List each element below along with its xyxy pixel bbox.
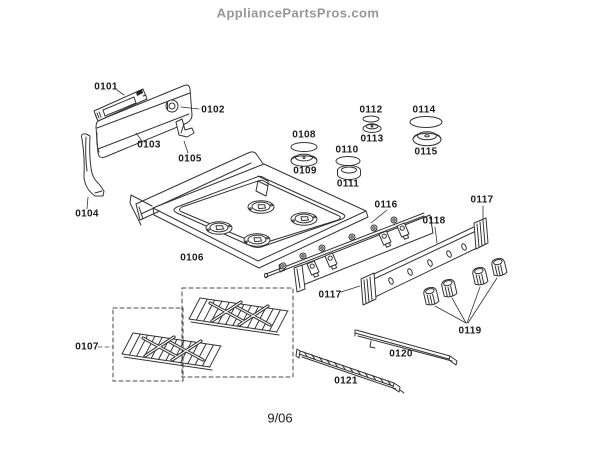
bracket-0105 — [175, 118, 195, 138]
rail-end-cap-right — [473, 217, 489, 250]
part-label-0105: 0105 — [178, 153, 202, 165]
valve-bracket — [293, 214, 434, 293]
part-label-0116: 0116 — [374, 199, 398, 211]
grate-1-xbraces — [208, 300, 272, 327]
control-knobs — [422, 256, 508, 324]
grate-kit-boxes — [112, 287, 294, 382]
burner-grate-1 — [188, 297, 289, 336]
trim-rail-0121 — [295, 348, 405, 394]
burner-cap-0110 — [335, 156, 361, 166]
trim-rail-0120 — [354, 329, 458, 366]
part-label-0110: 0110 — [335, 144, 359, 156]
part-label-0114: 0114 — [412, 104, 436, 116]
part-label-0120: 0120 — [389, 348, 413, 360]
burner-grate-2 — [121, 332, 222, 371]
rail-0121-hatch — [303, 351, 392, 386]
part-label-0112: 0112 — [359, 104, 383, 116]
burner-cap-0112 — [362, 115, 380, 123]
grate-2-xbraces — [141, 335, 205, 362]
part-label-0113: 0113 — [360, 133, 384, 145]
knob-callout-lines — [434, 277, 498, 324]
part-label-0102: 0102 — [201, 104, 225, 116]
part-label-0109: 0109 — [293, 165, 317, 177]
part-label-0111: 0111 — [336, 178, 360, 190]
bracket-0104 — [81, 133, 105, 197]
burner-cap-0114 — [409, 116, 443, 128]
cooktop-main-top — [129, 163, 369, 269]
burner-head-0113 — [362, 123, 382, 133]
part-label-0119: 0119 — [458, 325, 482, 337]
rail-end-cap-left — [360, 272, 377, 306]
display-module — [93, 88, 148, 122]
part-label-0104: 0104 — [75, 208, 99, 220]
panel-knob — [165, 99, 179, 113]
burner-cap-0108 — [290, 142, 318, 152]
part-label-0115: 0115 — [414, 146, 438, 158]
part-label-0101: 0101 — [94, 81, 118, 93]
leader-lines — [86, 89, 484, 348]
part-label-0121: 0121 — [334, 375, 358, 387]
part-label-0117-right: 0117 — [470, 194, 494, 206]
revision-date: 9/06 — [267, 410, 293, 426]
burner-head-0111 — [337, 165, 361, 180]
burner-head-0109 — [290, 153, 318, 167]
part-label-0107: 0107 — [75, 341, 99, 353]
part-label-0108: 0108 — [292, 129, 316, 141]
part-label-0117-left: 0117 — [318, 289, 342, 301]
part-label-0106: 0106 — [180, 252, 204, 264]
part-label-0103: 0103 — [137, 139, 161, 151]
site-title: AppliancePartsPros.com — [216, 5, 380, 21]
burner-head-0115 — [412, 131, 442, 147]
part-label-0118: 0118 — [422, 215, 446, 227]
